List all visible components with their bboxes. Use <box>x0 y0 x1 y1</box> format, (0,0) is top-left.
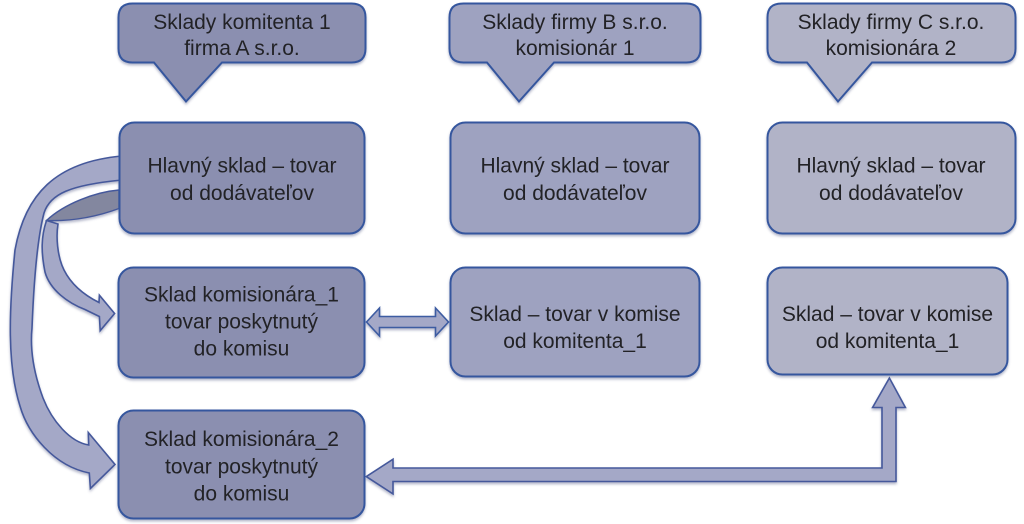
svg-text:Hlavný sklad – tovar: Hlavný sklad – tovar <box>480 155 669 178</box>
svg-text:od komitenta_1: od komitenta_1 <box>503 330 647 353</box>
svg-text:firma A s.r.o.: firma A s.r.o. <box>184 37 300 60</box>
svg-text:do komisu: do komisu <box>194 338 290 361</box>
svg-text:komisionára 2: komisionára 2 <box>826 37 957 60</box>
svg-text:od dodávateľov: od dodávateľov <box>503 182 647 205</box>
svg-text:Sklad komisionára_1: Sklad komisionára_1 <box>144 284 339 307</box>
svg-text:Sklad komisionára_2: Sklad komisionára_2 <box>144 428 339 451</box>
svg-text:od dodávateľov: od dodávateľov <box>819 182 963 205</box>
svg-text:od dodávateľov: od dodávateľov <box>170 182 314 205</box>
svg-text:Hlavný sklad – tovar: Hlavný sklad – tovar <box>147 155 336 178</box>
svg-text:Sklady firmy B s.r.o.: Sklady firmy B s.r.o. <box>482 11 668 34</box>
svg-text:tovar poskytnutý: tovar poskytnutý <box>165 311 318 334</box>
svg-text:do komisu: do komisu <box>194 483 290 506</box>
svg-text:od komitenta_1: od komitenta_1 <box>816 330 960 353</box>
svg-text:Sklad – tovar v komise: Sklad – tovar v komise <box>469 303 680 326</box>
svg-text:Sklad – tovar v komise: Sklad – tovar v komise <box>782 303 993 326</box>
svg-text:Sklady komitenta 1: Sklady komitenta 1 <box>153 11 330 34</box>
svg-text:komisionár 1: komisionár 1 <box>515 37 634 60</box>
svg-text:Sklady firmy C s.r.o.: Sklady firmy C s.r.o. <box>798 11 985 34</box>
svg-text:Hlavný sklad – tovar: Hlavný sklad – tovar <box>796 155 985 178</box>
svg-text:tovar poskytnutý: tovar poskytnutý <box>165 456 318 479</box>
